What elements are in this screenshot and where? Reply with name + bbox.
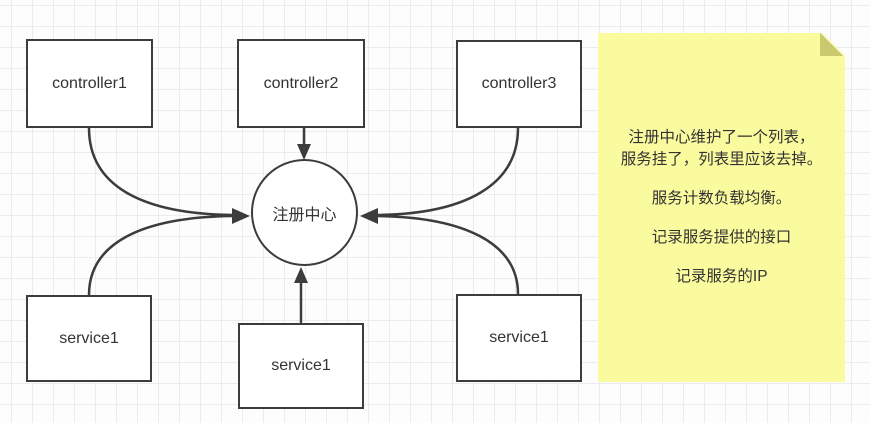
node-service1-left-label: service1 xyxy=(59,329,119,347)
node-controller1[interactable]: controller1 xyxy=(26,39,153,128)
sticky-note[interactable]: 注册中心维护了一个列表， 服务挂了，列表里应该去掉。 服务计数负载均衡。 记录服… xyxy=(598,33,845,382)
arrowhead-bottom-icon xyxy=(294,267,308,283)
node-registry-label: 注册中心 xyxy=(272,206,337,224)
node-controller2-label: controller2 xyxy=(263,74,339,92)
node-service1-middle[interactable]: service1 xyxy=(238,323,364,409)
note-line: 服务挂了，列表里应该去掉。 xyxy=(620,151,823,168)
arrowhead-left-icon xyxy=(232,208,250,224)
arrowhead-right-icon xyxy=(360,208,378,224)
node-registry-center[interactable]: 注册中心 xyxy=(251,159,358,266)
node-controller2[interactable]: controller2 xyxy=(237,39,365,128)
note-line: 注册中心维护了一个列表， xyxy=(628,129,815,146)
node-controller3[interactable]: controller3 xyxy=(456,40,582,128)
node-service1-middle-label: service1 xyxy=(271,357,331,374)
edge-service-left-registry[interactable] xyxy=(87,214,235,297)
note-line: 记录服务提供的接口 xyxy=(651,229,792,246)
node-service1-right[interactable]: service1 xyxy=(456,294,582,382)
node-controller1-label: controller1 xyxy=(52,74,127,92)
node-service1-right-label: service1 xyxy=(489,329,549,346)
note-fold-corner-icon xyxy=(820,33,843,56)
arrowhead-top-icon xyxy=(297,144,311,160)
note-line: 服务计数负载均衡。 xyxy=(651,190,792,207)
node-service1-left[interactable]: service1 xyxy=(26,295,152,382)
note-line: 记录服务的IP xyxy=(675,268,768,285)
node-controller3-label: controller3 xyxy=(481,75,557,92)
edge-service-right-registry[interactable] xyxy=(375,214,520,296)
edge-controller3-registry[interactable] xyxy=(375,126,520,217)
edge-controller1-registry[interactable] xyxy=(87,126,235,217)
